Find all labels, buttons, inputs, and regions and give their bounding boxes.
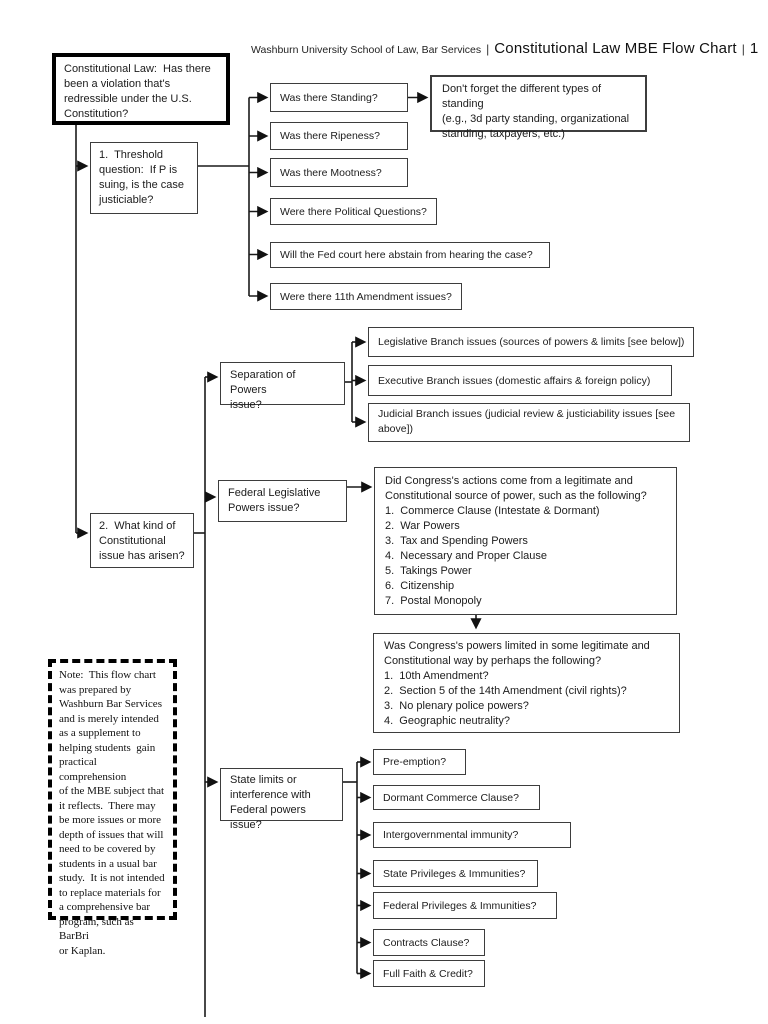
congress-source-of-power-box: Did Congress's actions come from a legit…	[374, 467, 677, 615]
page-title: Constitutional Law MBE Flow Chart	[494, 40, 737, 57]
question-box-ripeness: Was there Ripeness?	[270, 122, 408, 150]
issue-kind-box: 2. What kind of Constitutional issue has…	[90, 513, 194, 568]
threshold-question-box: 1. Threshold question: If P is suing, is…	[90, 142, 198, 214]
branch-box-state-privileges-immunities: State Privileges & Immunities?	[373, 860, 538, 887]
branch-box-federal-privileges-immunities: Federal Privileges & Immunities?	[373, 892, 557, 919]
root-question-box: Constitutional Law: Has there been a vio…	[52, 53, 230, 125]
branch-box-intergovernmental-immunity: Intergovernmental immunity?	[373, 822, 571, 848]
question-box-mootness: Was there Mootness?	[270, 158, 408, 187]
separation-of-powers-box: Separation of Powers issue?	[220, 362, 345, 411]
branch-box-full-faith-credit: Full Faith & Credit?	[373, 960, 485, 987]
federal-legislative-powers-box: Federal Legislative Powers issue?	[218, 480, 347, 522]
standing-note-box: Don't forget the different types of stan…	[430, 75, 647, 140]
question-box-standing: Was there Standing?	[270, 83, 408, 112]
branch-box-legislative: Legislative Branch issues (sources of po…	[368, 327, 695, 357]
branch-box-judicial: Judicial Branch issues (judicial review …	[368, 403, 690, 442]
page-header: Washburn University School of Law, Bar S…	[251, 40, 758, 57]
header-separator: |	[486, 42, 490, 56]
question-box-political-questions: Were there Political Questions?	[270, 198, 437, 225]
branch-box-dormant-commerce: Dormant Commerce Clause?	[373, 785, 540, 810]
header-institution: Washburn University School of Law, Bar S…	[251, 44, 482, 56]
congress-limits-box: Was Congress's powers limited in some le…	[373, 633, 680, 733]
state-limits-box: State limits or interference with Federa…	[220, 768, 343, 831]
disclaimer-note-box: Note: This flow chart was prepared by Wa…	[48, 659, 177, 957]
question-box-11th-amendment: Were there 11th Amendment issues?	[270, 283, 462, 310]
branch-box-preemption: Pre-emption?	[373, 749, 466, 775]
header-separator-2: |	[741, 42, 745, 56]
page-number: 1	[749, 40, 759, 57]
question-box-abstention: Will the Fed court here abstain from hea…	[270, 242, 550, 268]
branch-box-executive: Executive Branch issues (domestic affair…	[368, 365, 672, 396]
branch-box-contracts-clause: Contracts Clause?	[373, 929, 485, 956]
